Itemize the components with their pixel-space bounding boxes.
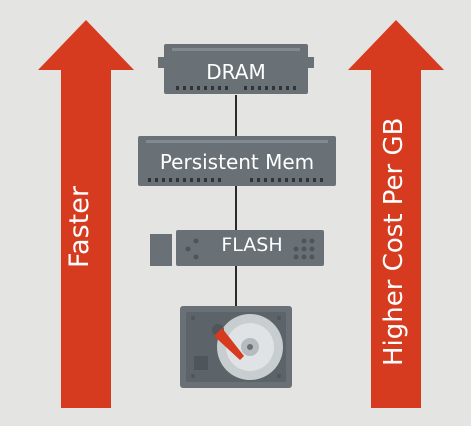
cost-arrow bbox=[348, 20, 444, 408]
flash-card-icon bbox=[150, 230, 324, 266]
memory-module-icon bbox=[138, 136, 336, 186]
flash-label: FLASH bbox=[221, 234, 283, 256]
persistent-memory-label: Persistent Mem bbox=[159, 150, 315, 174]
faster-arrow bbox=[38, 20, 134, 408]
higher-cost-label: Higher Cost Per GB bbox=[379, 117, 409, 366]
dram-label: DRAM bbox=[206, 60, 266, 84]
dram-module-icon bbox=[158, 44, 314, 94]
hard-disk-icon bbox=[180, 306, 292, 388]
faster-label: Faster bbox=[64, 186, 95, 268]
